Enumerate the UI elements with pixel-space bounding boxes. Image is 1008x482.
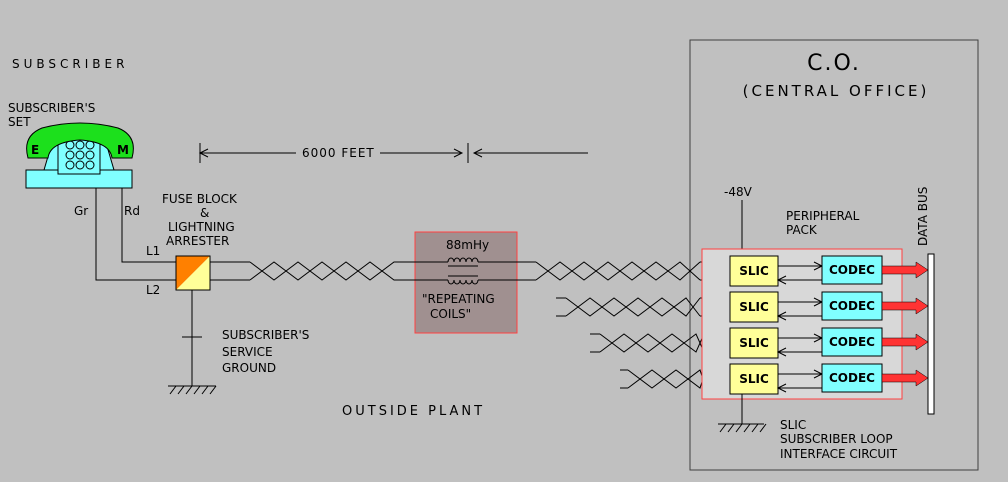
l1-label: L1 [146,244,160,258]
service-ground [168,290,217,395]
distance-dimension [198,143,588,163]
coil-label-line2: COILS" [430,307,471,321]
coil-icon [447,257,479,285]
data-bus-label: DATA BUS [916,187,930,246]
phone-m-label: M [117,143,129,157]
codec-block [821,327,883,357]
circuit-row-3: SLIC CODEC [729,327,929,359]
co-title: C.O. [807,51,861,76]
data-arrow-icon [881,369,929,387]
fuse-label-line3: LIGHTNING [168,220,235,234]
phone-e-label: E [31,143,39,157]
co-subtitle: (CENTRAL OFFICE) [743,82,930,100]
peripheral-label-line2: PACK [786,223,818,237]
data-arrow-icon [881,297,929,315]
telephone-icon: E M [25,122,134,189]
slic-label: SLIC [739,300,769,314]
fuse-label-line1: FUSE BLOCK [162,192,238,206]
fuse-label-line4: ARRESTER [166,234,229,248]
slic-label: SLIC [739,264,769,278]
outside-plant-label: OUTSIDE PLANT [342,404,485,419]
fuse-label-line2: & [200,206,209,220]
distance-label: 6000 FEET [302,146,375,160]
gr-label: Gr [74,204,88,218]
fuse-block [175,255,211,291]
subscribers-set-label-line1: SUBSCRIBER'S [8,101,95,115]
slic-label: SLIC [739,336,769,350]
codec-label: CODEC [829,299,875,313]
circuit-row-1: SLIC CODEC [729,255,929,287]
slic-block [729,363,779,395]
codec-label: CODEC [829,371,875,385]
peripheral-label-line1: PERIPHERAL [786,209,860,223]
subscriber-wires [95,188,176,281]
slic-definition-line2: SUBSCRIBER LOOP [780,432,893,446]
ground-label-line1: SUBSCRIBER'S [222,328,309,342]
data-arrow-icon [881,261,929,279]
ground-label-line3: GROUND [222,361,276,375]
rd-label: Rd [124,204,140,218]
data-arrow-icon [881,333,929,351]
data-bus [927,253,935,415]
slic-label: SLIC [739,372,769,386]
codec-block [821,255,883,285]
slic-block [729,291,779,323]
subscribers-set-label-line2: SET [8,115,31,129]
slic-definition-line1: SLIC [780,418,806,432]
circuit-row-2: SLIC CODEC [729,291,929,323]
coil-label-line1: "REPEATING [422,292,495,306]
slic-block [729,255,779,287]
twisted-pair-main [210,261,730,281]
codec-block [821,363,883,393]
slic-definition-line3: INTERFACE CIRCUIT [780,447,898,461]
circuit-row-4: SLIC CODEC [729,363,929,395]
co-ground [718,394,767,433]
coil-value-label: 88mHy [446,238,489,252]
codec-label: CODEC [829,263,875,277]
ground-label-line2: SERVICE [222,345,273,359]
l2-label: L2 [146,283,160,297]
codec-block [821,291,883,321]
slic-block [729,327,779,359]
voltage-label: -48V [724,185,753,199]
codec-label: CODEC [829,335,875,349]
subscriber-heading: SUBSCRIBER [12,57,128,71]
